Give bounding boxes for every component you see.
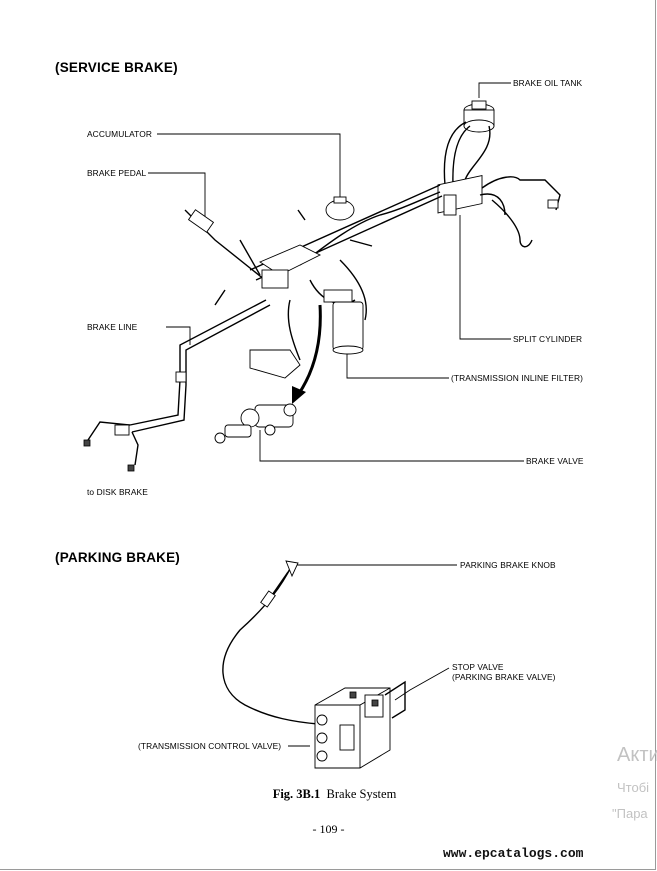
transmission-inline-filter-label: (TRANSMISSION INLINE FILTER) (451, 373, 584, 383)
watermark-link[interactable]: www.epcatalogs.com (443, 846, 584, 861)
brake-oil-tank-label: BRAKE OIL TANK (513, 78, 583, 88)
activation-overlay-line3: "Пара (612, 806, 648, 821)
parking-brake-valve-label: (PARKING BRAKE VALVE) (452, 672, 556, 682)
brake-oil-tank (443, 100, 495, 186)
parking-brake-cable (222, 560, 319, 725)
brake-line-label: BRAKE LINE (87, 322, 138, 332)
brake-assembly (184, 184, 443, 361)
stop-valve-label: STOP VALVE (452, 662, 504, 672)
brake-valve-label: BRAKE VALVE (526, 456, 584, 466)
transmission-control-valve-label: (TRANSMISSION CONTROL VALVE) (138, 741, 282, 751)
transmission-inline-filter (323, 289, 364, 355)
brake-pedal-label: BRAKE PEDAL (87, 168, 147, 178)
brake-pedal-pad (249, 349, 301, 379)
service-brake-title: (SERVICE BRAKE) (55, 60, 178, 75)
split-cylinder-label: SPLIT CYLINDER (513, 334, 583, 344)
parking-brake-title: (PARKING BRAKE) (55, 550, 180, 565)
parking-brake-knob-label: PARKING BRAKE KNOB (460, 560, 556, 570)
figure-caption: Fig. 3B.1 Brake System (0, 787, 657, 802)
brake-valve (214, 403, 297, 444)
split-cylinder (437, 175, 561, 248)
activation-overlay-title: Акти (617, 744, 657, 766)
leader-lines-parking (288, 564, 457, 747)
figure-title: Brake System (326, 787, 397, 801)
activation-overlay-line2: Чтобі (617, 780, 650, 795)
brake-line (83, 299, 271, 472)
leader-lines-service (148, 82, 524, 462)
to-disk-brake-label: to DISK BRAKE (87, 487, 148, 497)
page-number: - 109 - (312, 822, 345, 836)
figure-number: Fig. 3B.1 (272, 787, 321, 801)
accumulator-label: ACCUMULATOR (87, 129, 153, 139)
transmission-control-valve (314, 680, 406, 769)
assembly-arrow (292, 304, 322, 404)
